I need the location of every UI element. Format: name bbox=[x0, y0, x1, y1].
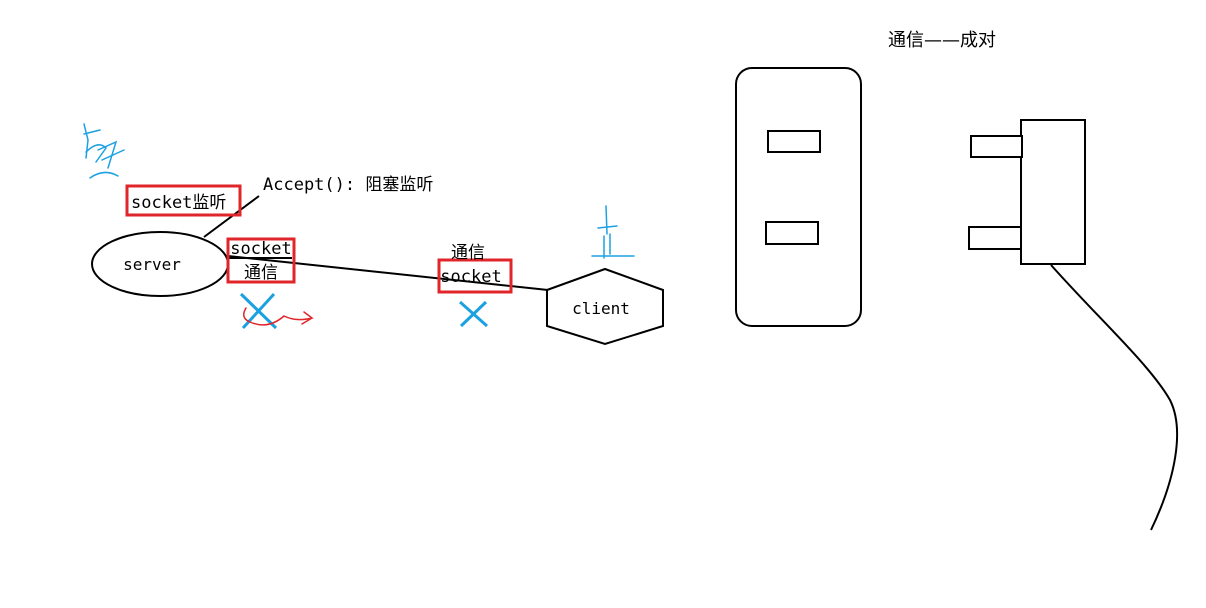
plug-prong-top bbox=[970, 135, 1023, 158]
plug-prong-bottom bbox=[968, 226, 1022, 250]
blue-x-mark-client bbox=[459, 300, 488, 328]
plug-cord bbox=[1050, 264, 1179, 531]
client-comm-label: 通信 bbox=[451, 243, 485, 263]
outlet-slot-top bbox=[767, 130, 821, 153]
server-to-client-line bbox=[227, 255, 549, 291]
blue-handwriting-scribble-left bbox=[83, 123, 125, 179]
server-comm-socket-label: socket bbox=[230, 239, 291, 259]
server-comm-label: 通信 bbox=[244, 263, 278, 283]
client-socket-label: socket bbox=[440, 267, 501, 287]
red-squiggle-arrow bbox=[243, 307, 314, 326]
pairing-title: 通信——成对 bbox=[888, 30, 996, 51]
blue-handwriting-scribble-client bbox=[591, 205, 635, 259]
accept-note: Accept(): 阻塞监听 bbox=[263, 175, 433, 195]
blue-x-mark-server bbox=[239, 292, 278, 330]
plug-body bbox=[1020, 119, 1086, 265]
server-comm-socket-box bbox=[226, 237, 296, 284]
socket-outlet bbox=[735, 67, 862, 327]
outlet-slot-bottom bbox=[765, 221, 819, 245]
socket-listen-box bbox=[125, 184, 242, 217]
client-label: client bbox=[572, 299, 630, 318]
client-node bbox=[546, 267, 664, 346]
client-socket-box bbox=[437, 258, 513, 294]
socket-listen-label: socket监听 bbox=[131, 193, 226, 213]
server-label: server bbox=[123, 255, 181, 274]
